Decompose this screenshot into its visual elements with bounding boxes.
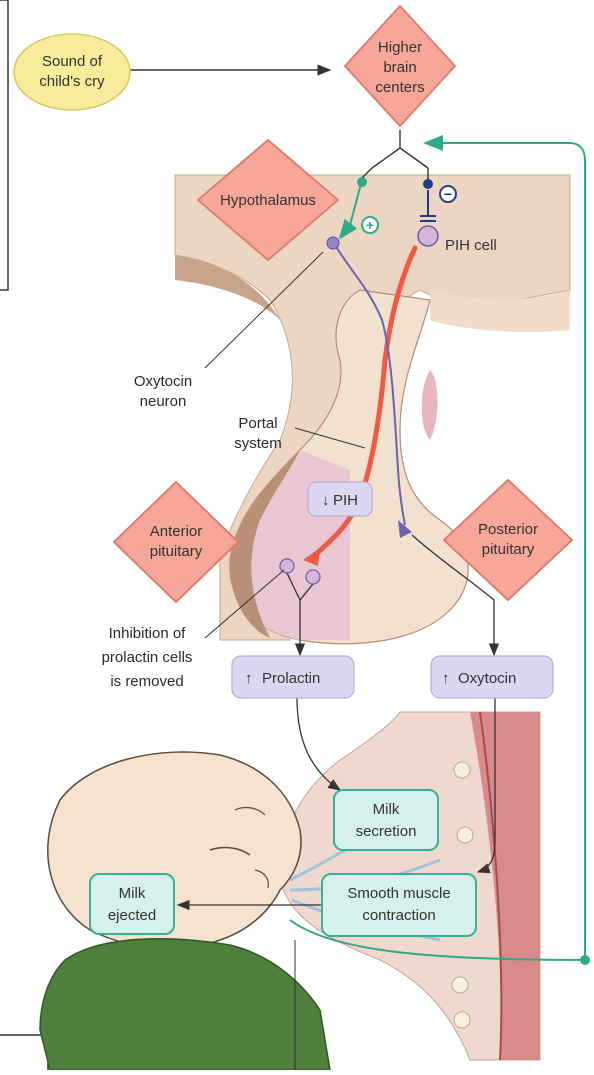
sound-line1: Sound of bbox=[42, 53, 103, 70]
pih-cell-label: PIH cell bbox=[445, 237, 497, 254]
minus-marker: − bbox=[440, 186, 456, 202]
milk-secretion-line1: Milk bbox=[373, 801, 400, 818]
pih-cell-body bbox=[418, 226, 438, 246]
plus-symbol: + bbox=[366, 217, 374, 233]
hypothalamus-label: Hypothalamus bbox=[220, 192, 316, 209]
oxytocin-neuron-line1: Oxytocin bbox=[134, 373, 192, 390]
minus-symbol: − bbox=[444, 186, 452, 202]
prolactin-cell-2 bbox=[306, 570, 320, 584]
pih-box-label: PIH bbox=[333, 492, 358, 509]
pih-down-arrow: ↓ bbox=[322, 492, 330, 509]
blanket bbox=[40, 939, 330, 1070]
anterior-line2: pituitary bbox=[150, 543, 203, 560]
oxytocin-neuron-body bbox=[327, 237, 339, 249]
nerve-ending-blue bbox=[423, 179, 433, 189]
milk-secretion-box: Milk secretion bbox=[334, 790, 438, 850]
portal-system-line2: system bbox=[234, 435, 282, 452]
posterior-line1: Posterior bbox=[478, 521, 538, 538]
oxytocin-up-arrow: ↑ bbox=[442, 670, 450, 687]
higher-brain-node: Higher brain centers bbox=[345, 6, 455, 126]
pih-box: ↓ PIH bbox=[308, 482, 372, 516]
inhibition-line2: prolactin cells bbox=[102, 649, 193, 666]
inhibition-line1: Inhibition of bbox=[109, 625, 187, 642]
prolactin-cell-1 bbox=[280, 559, 294, 573]
milk-ejected-line1: Milk bbox=[119, 885, 146, 902]
milk-ejected-line2: ejected bbox=[108, 907, 156, 924]
sound-line2: child's cry bbox=[39, 73, 105, 90]
stalk-blob bbox=[422, 370, 438, 440]
frame-bottom-left bbox=[0, 1035, 48, 1070]
anterior-line1: Anterior bbox=[150, 523, 203, 540]
portal-system-line1: Portal bbox=[238, 415, 277, 432]
prolactin-label: Prolactin bbox=[262, 670, 320, 687]
prolactin-up-arrow: ↑ bbox=[245, 670, 253, 687]
higher-brain-line1: Higher bbox=[378, 39, 422, 56]
smooth-muscle-line1: Smooth muscle bbox=[347, 885, 450, 902]
oxytocin-neuron-line2: neuron bbox=[140, 393, 187, 410]
milk-secretion-line2: secretion bbox=[356, 823, 417, 840]
frame-top-left bbox=[0, 0, 8, 290]
higher-brain-line3: centers bbox=[375, 79, 424, 96]
nerve-ending-green bbox=[357, 177, 367, 187]
plus-marker: + bbox=[362, 217, 378, 233]
anterior-pituitary-node: Anterior pituitary bbox=[114, 482, 238, 602]
smooth-muscle-line2: contraction bbox=[362, 907, 435, 924]
smooth-muscle-box: Smooth muscle contraction bbox=[322, 874, 476, 936]
posterior-line2: pituitary bbox=[482, 541, 535, 558]
milk-ejected-box: Milk ejected bbox=[90, 874, 174, 934]
prolactin-box: ↑ Prolactin bbox=[232, 656, 354, 698]
inhibition-line3: is removed bbox=[110, 673, 183, 690]
oxytocin-box: ↑ Oxytocin bbox=[431, 656, 553, 698]
brain-branch bbox=[372, 130, 428, 168]
higher-brain-line2: brain bbox=[383, 59, 416, 76]
oxytocin-label: Oxytocin bbox=[458, 670, 516, 687]
sound-node: Sound of child's cry bbox=[14, 34, 130, 110]
